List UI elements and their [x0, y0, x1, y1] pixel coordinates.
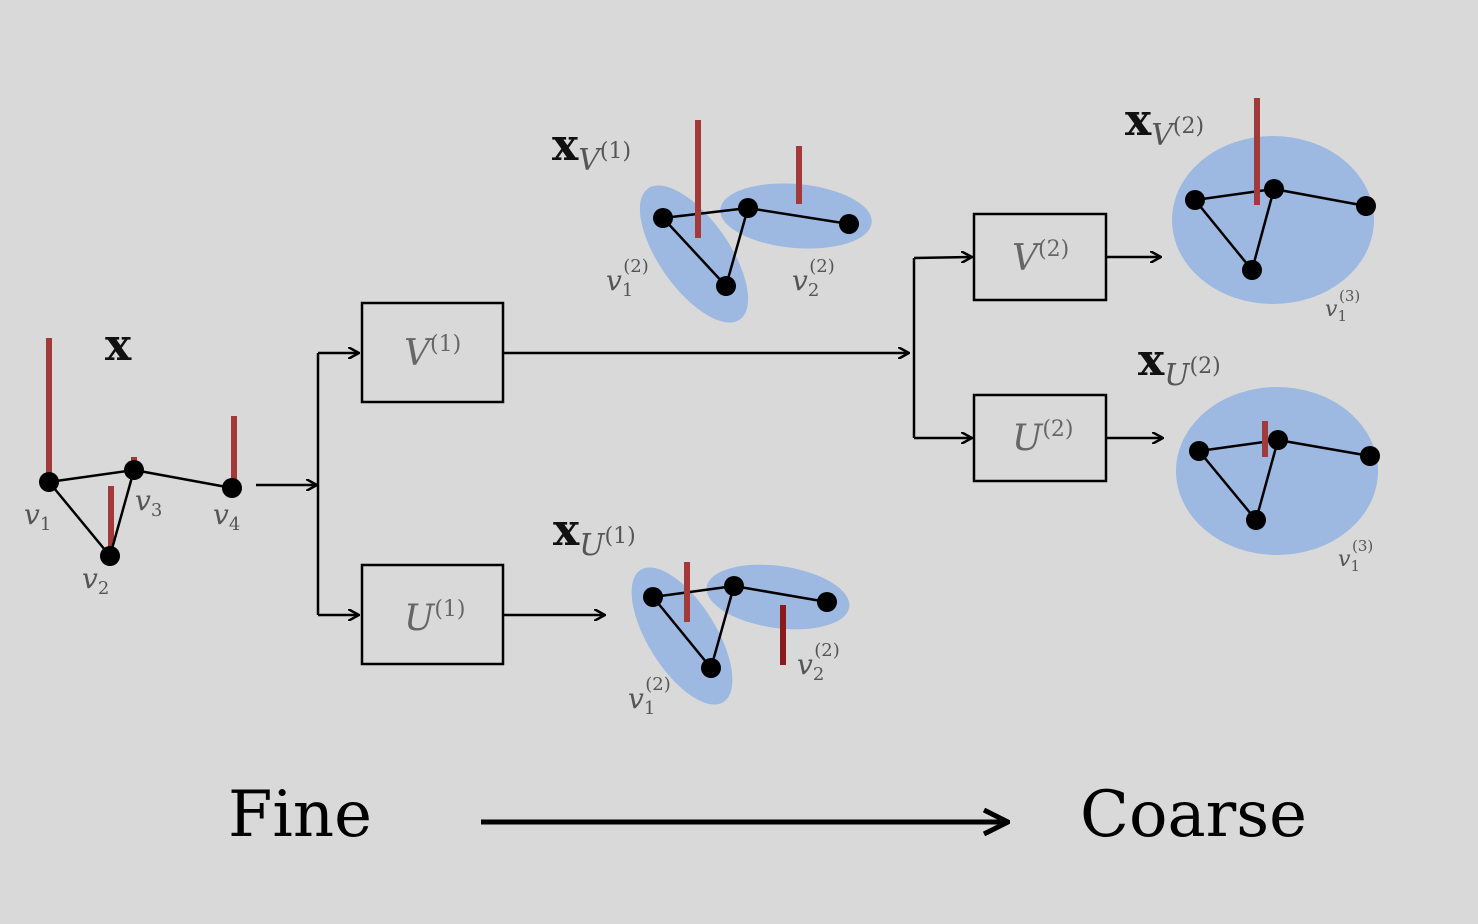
node — [1185, 190, 1205, 210]
signal-bar-xV1-a — [695, 120, 701, 238]
node — [1268, 430, 1288, 450]
vertex-label-v2: v2 — [82, 562, 109, 599]
graph-xU2: xU(2) v1(3) — [1138, 335, 1380, 575]
vertex-label-xV1-v1: v1(2) — [606, 256, 649, 301]
signal-bar-v2 — [108, 486, 114, 556]
node — [1264, 179, 1284, 199]
signal-bar-xV2 — [1254, 98, 1260, 205]
node — [653, 208, 673, 228]
signal-bar-v4 — [231, 416, 237, 488]
svg-text:U(2): U(2) — [1012, 417, 1074, 459]
svg-text:V(2): V(2) — [1012, 237, 1069, 279]
coarse-label: Coarse — [1080, 778, 1307, 852]
cluster-xV2 — [1172, 136, 1374, 304]
node — [1360, 446, 1380, 466]
graph-xV1: xV(1) v1(2) v2(2) — [552, 120, 872, 323]
node — [738, 198, 758, 218]
signal-label-xU1: xU(1) — [553, 505, 636, 563]
vertex-label-v4: v4 — [213, 498, 240, 535]
operator-box-V2: V(2) — [972, 212, 1108, 302]
node-v3 — [124, 460, 144, 480]
scale-indicator: Fine Coarse — [228, 778, 1307, 852]
vertex-label-v1: v1 — [24, 498, 51, 535]
level1-arrows — [256, 353, 908, 615]
vertex-label-xV1-v2: v2(2) — [792, 256, 835, 301]
signal-bar-xU1-a — [684, 562, 690, 622]
level2-arrows — [912, 257, 1162, 438]
node — [839, 214, 859, 234]
fine-label: Fine — [228, 778, 372, 852]
svg-text:U(1): U(1) — [404, 597, 466, 639]
signal-bar-v1 — [46, 338, 52, 482]
graph-xU1: xU(1) v1(2) v2(2) — [553, 505, 850, 719]
input-signal-label: x — [105, 320, 132, 371]
input-graph-edges — [48, 468, 233, 557]
node — [1356, 196, 1376, 216]
node — [817, 592, 837, 612]
node — [1246, 510, 1266, 530]
signal-bar-xU2 — [1262, 421, 1268, 457]
graph-xV2: xV(2) v1(3) — [1125, 95, 1376, 325]
vertex-label-xU1-v2: v2(2) — [797, 640, 840, 685]
vertex-label-xV2-v1: v1(3) — [1325, 287, 1360, 325]
vertex-label-v3: v3 — [135, 484, 162, 521]
operator-box-U2: U(2) — [972, 393, 1108, 483]
node-v2 — [100, 546, 120, 566]
vertex-label-xU2-v1: v1(3) — [1338, 537, 1373, 575]
node — [1189, 441, 1209, 461]
node-v4 — [222, 478, 242, 498]
node — [1242, 260, 1262, 280]
vertex-label-xU1-v1: v1(2) — [628, 674, 671, 719]
input-graph: x v1 v2 v3 v4 — [24, 320, 242, 599]
signal-label-xV1: xV(1) — [552, 120, 631, 178]
operator-box-V1: V(1) — [360, 301, 505, 404]
node — [701, 658, 721, 678]
node-v1 — [39, 472, 59, 492]
node — [724, 576, 744, 596]
signal-label-xV2: xV(2) — [1125, 95, 1204, 153]
node — [643, 587, 663, 607]
node — [716, 276, 736, 296]
operator-box-U1: U(1) — [360, 563, 505, 666]
signal-bar-xU1-b — [780, 605, 786, 665]
signal-bar-xV1-b — [796, 146, 802, 204]
cluster-xU2 — [1176, 387, 1378, 555]
svg-text:V(1): V(1) — [404, 332, 461, 374]
signal-label-xU2: xU(2) — [1138, 335, 1221, 393]
